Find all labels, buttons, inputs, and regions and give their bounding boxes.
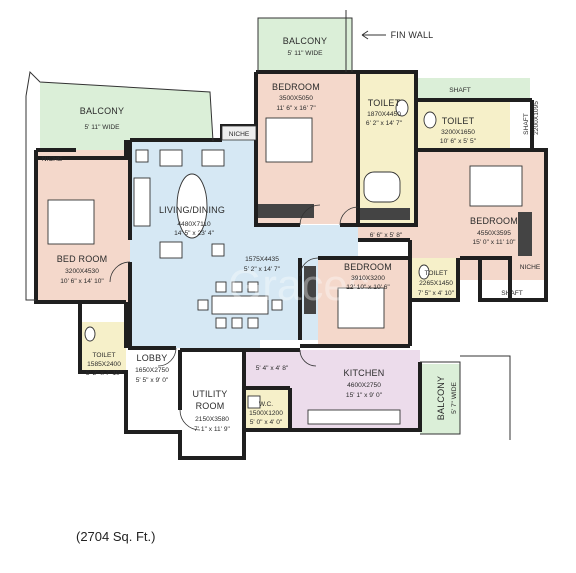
balcony-right-dim: 5' 7" WIDE: [451, 381, 458, 413]
passage-dim1: 1575X4435: [245, 256, 279, 263]
small-area-dim: 6' 6" x 5' 8": [370, 232, 403, 239]
bedroom-top-label: BEDROOM: [272, 82, 320, 92]
kitchen-dim2: 15' 1" x 9' 0": [346, 392, 383, 399]
watermark: Graces: [228, 261, 370, 310]
balcony-top-rail: [257, 17, 353, 72]
toilet-right-dim2: 10' 6" x 5' 5": [440, 138, 477, 145]
wardrobe-top: [258, 204, 314, 218]
niche-right-label: NICHE: [520, 264, 541, 271]
lobby-floor: [126, 348, 180, 432]
shaft-right-label: SHAFT: [523, 113, 530, 135]
bedroom-right-dim2: 15' 0" x 11' 10": [472, 239, 516, 246]
kitchen-dim1: 4600X2750: [347, 382, 381, 389]
bedroom-mid-dim2: 12' 10" x 10' 6": [346, 284, 390, 291]
bedroom-top-dim1: 3500X5050: [279, 95, 313, 102]
utility-label-2: ROOM: [196, 401, 225, 411]
living-dim1: 4480X7110: [177, 221, 211, 228]
bed-furniture: [47, 117, 532, 329]
fin-wall-label: FIN WALL: [391, 30, 434, 40]
utility-dim1: 2150X3580: [195, 416, 229, 423]
lobby-dim1: 1650X2750: [135, 367, 169, 374]
bedroom-left-dim2: 10' 6" x 14' 10": [60, 278, 104, 285]
balcony-left-dim: 5' 11" WIDE: [85, 124, 121, 131]
toilet-top-dim2: 6' 2" x 14' 7": [366, 120, 403, 127]
doors: [109, 204, 359, 431]
toilet-top-dim1: 1870X4450: [367, 111, 401, 118]
wc-dim1: 1500X1200: [249, 410, 283, 417]
balcony-left-label: BALCONY: [80, 106, 124, 116]
toilet-left-dim1: 1585X2400: [87, 361, 121, 368]
living-furniture: [133, 149, 283, 329]
balcony-top-dim: 5' 11" WIDE: [288, 50, 324, 57]
toilet-right-dim1: 3200X1650: [441, 129, 475, 136]
balcony-right-rail: [420, 361, 461, 435]
bedroom-left-label: BED ROOM: [57, 254, 108, 264]
balcony-left-rail: [25, 70, 214, 142]
toilet-top-label: TOILET: [368, 98, 401, 108]
kitchen-small-dim: 5' 4" x 4' 8": [256, 365, 289, 372]
shaft-right-dim: 2200X1095: [533, 101, 540, 135]
kitchen-label: KITCHEN: [344, 368, 385, 378]
bedroom-left-dim1: 3200X4530: [65, 268, 99, 275]
bedroom-right-dim1: 4550X3595: [477, 230, 511, 237]
walls: [34, 70, 548, 460]
shaft-top-label: SHAFT: [449, 87, 471, 94]
sanitary-fixtures: [84, 99, 437, 425]
niche-top-box: [221, 125, 257, 141]
niche-top-label: NICHE: [229, 131, 250, 138]
wardrobe-toilet: [360, 208, 410, 220]
balcony-right-label: BALCONY: [436, 376, 446, 420]
shaft-top-floor: [418, 78, 530, 100]
bedroom-right-label: BEDROOM: [470, 216, 518, 226]
utility-label-1: UTILITY: [193, 389, 228, 399]
utility-dim2: 7' 1" x 11' 9": [194, 426, 230, 433]
toilet-mid-dim2: 7' 5" x 4' 10": [418, 290, 455, 297]
toilet-mid-dim1: 2265X1450: [419, 280, 453, 287]
lobby-dim2: 5' 5" x 9' 0": [136, 377, 169, 384]
toilet-right-label: TOILET: [442, 116, 475, 126]
shaft-bottom-label: SHAFT: [501, 290, 523, 297]
wc-label: W.C.: [259, 401, 273, 408]
fin-wall-arrow: [361, 30, 386, 40]
living-dim2: 14' 5" x 23' 4": [174, 230, 214, 237]
wardrobe-mid: [304, 266, 316, 314]
balcony-right-floor: [420, 364, 460, 434]
site-line: [460, 355, 511, 440]
bedroom-mid-label: BEDROOM: [344, 262, 392, 272]
utility-floor: [180, 350, 244, 458]
total-area-note: (2704 Sq. Ft.): [76, 529, 156, 544]
balcony-top-floor: [258, 18, 352, 72]
wc-dim2: 5' 0" x 4' 0": [250, 419, 283, 426]
wardrobe-right: [518, 212, 532, 256]
balcony-top-label: BALCONY: [283, 36, 327, 46]
niche-left-label: NICHE: [42, 156, 63, 163]
bedroom-top-dim2: 11' 6" x 16' 7": [276, 105, 316, 112]
passage-dim2: 5' 2" x 14' 7": [244, 266, 281, 273]
lobby-label: LOBBY: [136, 353, 167, 363]
bedroom-mid-dim1: 3910X3200: [351, 275, 385, 282]
toilet-left-dim2: 5' 2" x 7' 10": [86, 370, 123, 377]
balcony-left-edge: [25, 96, 36, 301]
toilet-mid-label: TOILET: [425, 270, 448, 277]
living-label: LIVING/DINING: [159, 205, 225, 215]
toilet-mid-floor: [412, 258, 458, 300]
toilet-left-label: TOILET: [93, 352, 116, 359]
